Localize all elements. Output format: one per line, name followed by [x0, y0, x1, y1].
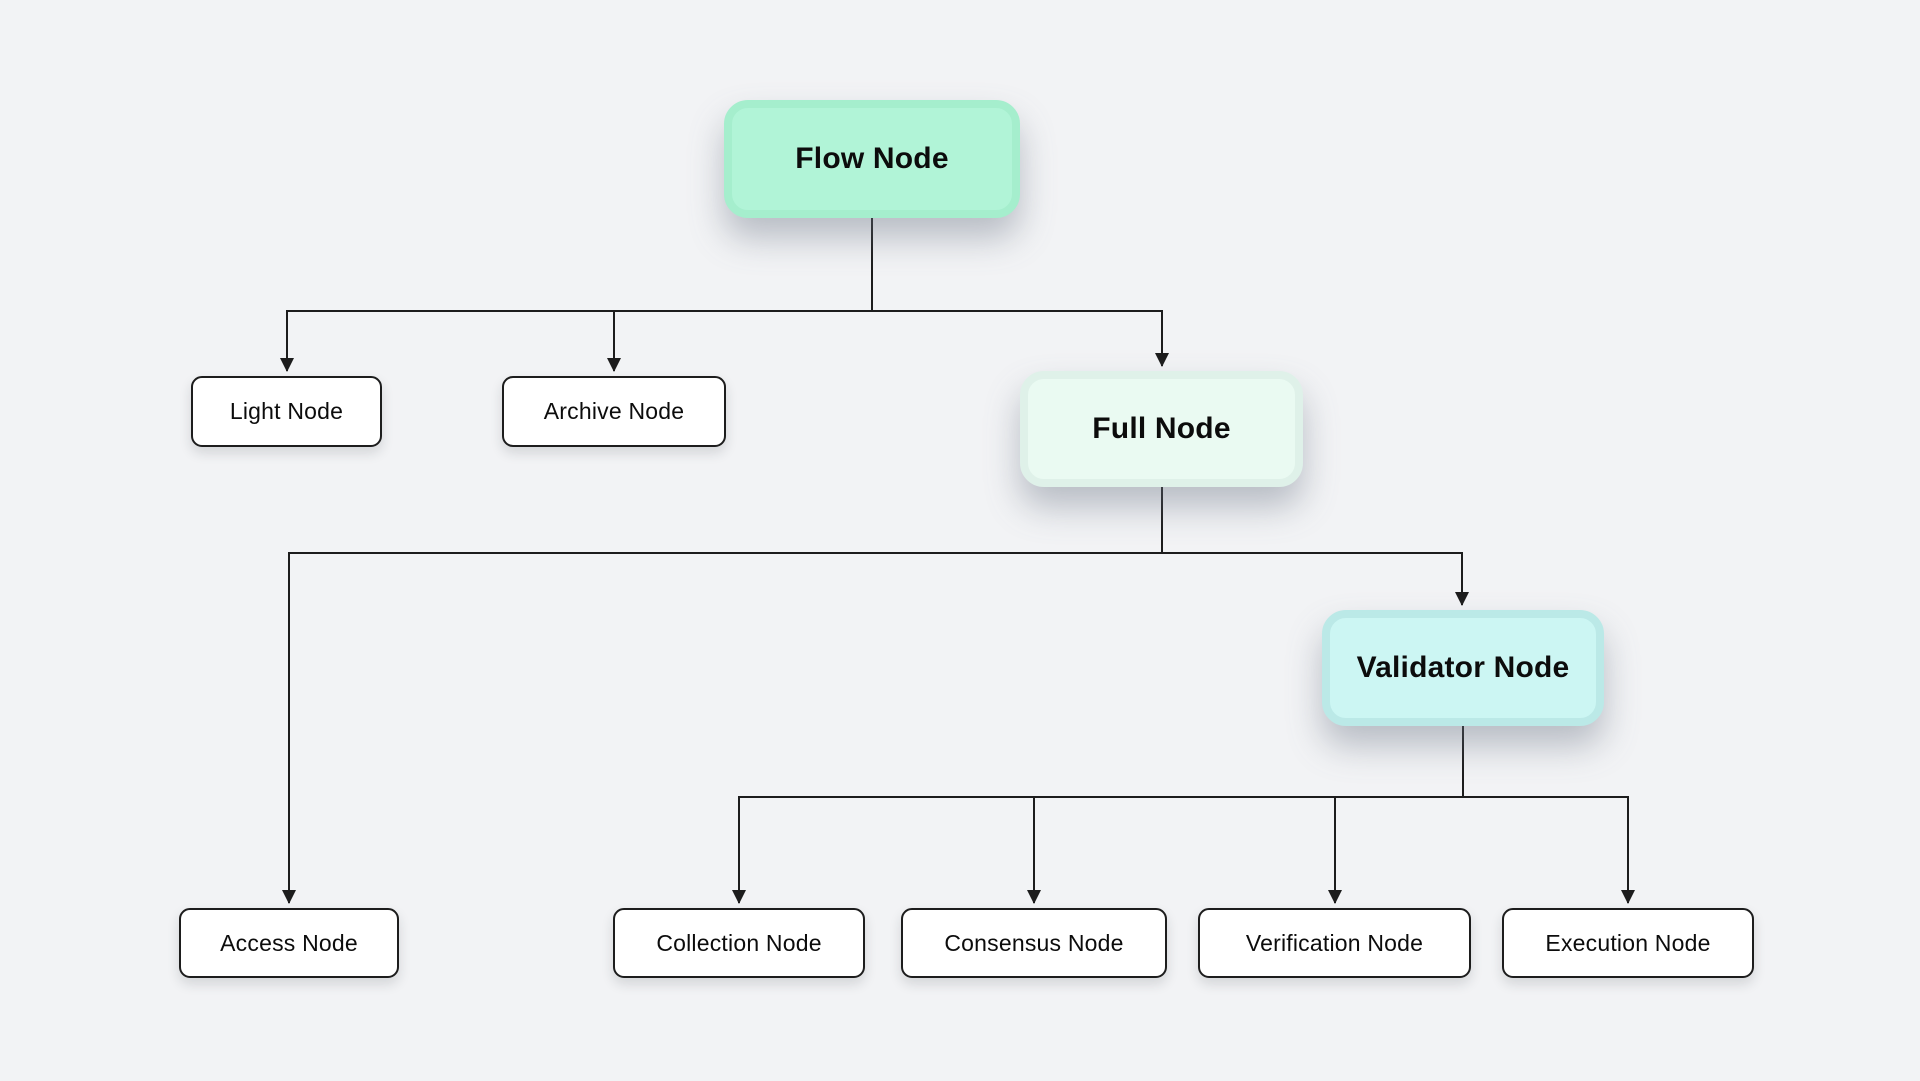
node-execution-label: Execution Node: [1545, 929, 1711, 956]
node-full: Full Node: [1020, 371, 1303, 487]
node-execution: Execution Node: [1502, 908, 1754, 978]
node-archive: Archive Node: [502, 376, 726, 447]
node-consensus-label: Consensus Node: [944, 929, 1124, 956]
node-archive-label: Archive Node: [543, 398, 685, 424]
node-validator: Validator Node: [1322, 610, 1604, 726]
edge-full-access: [282, 487, 1163, 904]
node-consensus: Consensus Node: [901, 908, 1167, 978]
node-collection: Collection Node: [613, 908, 865, 978]
edge-validator-execution: [1462, 726, 1635, 904]
edge-validator-collection: [732, 726, 1464, 904]
edge-flow-light: [280, 218, 873, 372]
edge-flow-archive: [607, 218, 873, 372]
edge-flow-full: [871, 218, 1169, 367]
node-flow: Flow Node: [724, 100, 1020, 218]
edge-validator-consensus: [1027, 726, 1464, 904]
node-flow-label: Flow Node: [795, 142, 949, 175]
edge-validator-verification: [1328, 726, 1464, 904]
node-full-label: Full Node: [1092, 412, 1231, 445]
node-collection-label: Collection Node: [656, 929, 822, 956]
node-access-label: Access Node: [220, 929, 358, 956]
node-validator-label: Validator Node: [1356, 651, 1570, 684]
node-access: Access Node: [179, 908, 399, 978]
node-light-label: Light Node: [229, 398, 344, 424]
node-light: Light Node: [191, 376, 382, 447]
edge-full-validator: [1161, 487, 1469, 606]
node-verification: Verification Node: [1198, 908, 1471, 978]
node-verification-label: Verification Node: [1245, 929, 1424, 956]
